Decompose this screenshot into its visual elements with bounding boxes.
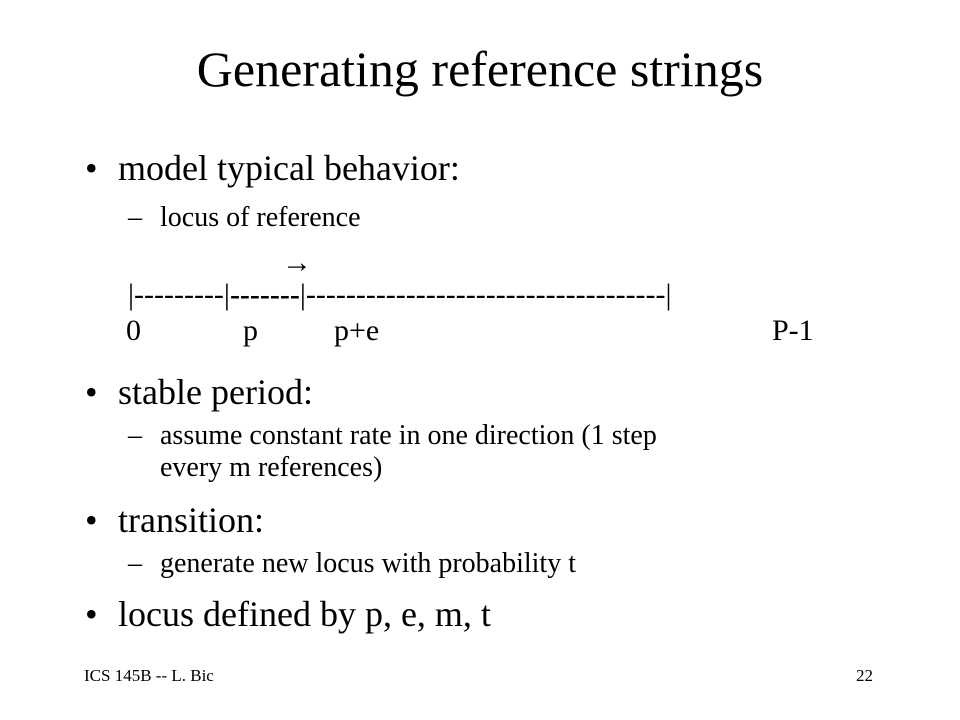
bullet-marker: • <box>85 148 98 188</box>
bullet-marker: • <box>85 372 98 412</box>
label-p: p <box>243 314 258 347</box>
bullet-text: transition: <box>118 500 264 540</box>
sub-bullet-text: assume constant rate in one direction (1… <box>160 420 657 451</box>
bullet-text: model typical behavior: <box>118 148 460 188</box>
label-P-minus-1: P-1 <box>772 314 814 347</box>
address-bar-diagram: |---------|-------|---------------------… <box>128 280 672 310</box>
slide-number: 22 <box>856 666 873 685</box>
bar-segment-locus: ------- <box>229 278 300 311</box>
bar-segment-before: |---------| <box>128 278 230 311</box>
label-p-plus-e: p+e <box>334 314 380 347</box>
sub-bullet-text-continued: every m references) <box>160 452 383 483</box>
locus-arrow-icon: → <box>282 246 312 279</box>
bullet-text: locus defined by p, e, m, t <box>118 594 491 634</box>
footer-author: ICS 145B -- L. Bic <box>84 666 214 685</box>
bar-segment-after: |------------------------------------| <box>299 278 672 311</box>
sub-bullet-text: locus of reference <box>160 202 361 233</box>
sub-bullet-text: generate new locus with probability t <box>160 548 576 579</box>
slide-title: Generating reference strings <box>196 41 764 97</box>
bullet-text: stable period: <box>118 372 313 412</box>
dash-marker: – <box>128 202 142 233</box>
bullet-marker: • <box>85 594 98 634</box>
dash-marker: – <box>128 548 142 579</box>
label-0: 0 <box>126 314 141 347</box>
dash-marker: – <box>128 420 142 451</box>
bullet-marker: • <box>85 500 98 540</box>
